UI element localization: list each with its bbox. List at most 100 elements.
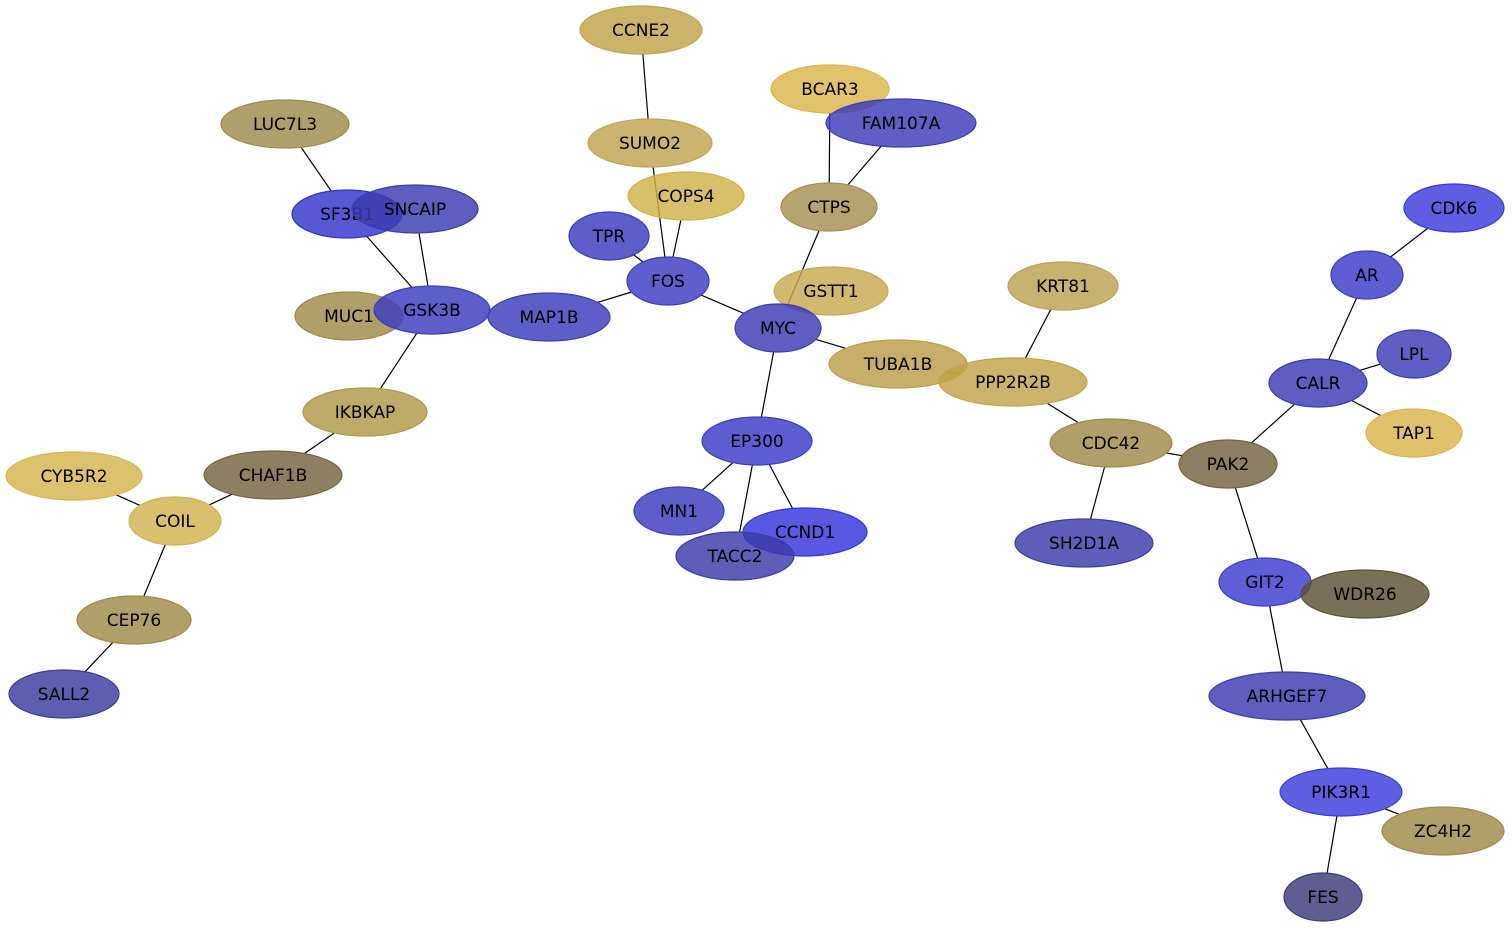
- node-shape-sall2[interactable]: [8, 669, 120, 719]
- node-ar[interactable]: AR: [1330, 250, 1404, 300]
- node-gstt1[interactable]: GSTT1: [773, 266, 889, 316]
- node-arhgef7[interactable]: ARHGEF7: [1208, 671, 1366, 721]
- edge-ep300-ccnd1: [768, 464, 794, 509]
- node-shape-lpl[interactable]: [1376, 329, 1452, 379]
- node-shape-ar[interactable]: [1330, 250, 1404, 300]
- node-shape-ctps[interactable]: [780, 182, 878, 232]
- node-shape-map1b[interactable]: [487, 292, 611, 342]
- edge-luc7l3-sf3b1: [300, 146, 332, 192]
- node-calr[interactable]: CALR: [1268, 358, 1368, 408]
- node-ctps[interactable]: CTPS: [780, 182, 878, 232]
- edge-calr-ar: [1328, 297, 1358, 360]
- node-shape-chaf1b[interactable]: [203, 450, 343, 500]
- node-label-gstt1: GSTT1: [803, 282, 858, 302]
- node-tap1[interactable]: TAP1: [1365, 408, 1463, 458]
- node-shape-pak2[interactable]: [1178, 439, 1278, 489]
- node-shape-ppp2r2b[interactable]: [938, 357, 1088, 407]
- node-label-git2: GIT2: [1245, 573, 1284, 593]
- node-shape-ikbkap[interactable]: [302, 387, 428, 437]
- node-myc[interactable]: MYC: [734, 303, 822, 353]
- node-shape-ccne2[interactable]: [579, 5, 703, 55]
- node-fam107a[interactable]: FAM107A: [825, 98, 977, 148]
- node-shape-tacc2[interactable]: [675, 531, 795, 581]
- node-label-tpr: TPR: [592, 227, 626, 247]
- node-cyb5r2[interactable]: CYB5R2: [5, 451, 143, 501]
- node-sh2d1a[interactable]: SH2D1A: [1014, 518, 1154, 568]
- node-label-ccne2: CCNE2: [612, 21, 670, 41]
- node-shape-sncaip[interactable]: [351, 184, 479, 234]
- node-pak2[interactable]: PAK2: [1178, 439, 1278, 489]
- node-lpl[interactable]: LPL: [1376, 329, 1452, 379]
- node-shape-zc4h2[interactable]: [1381, 806, 1505, 856]
- node-label-ep300: EP300: [730, 432, 783, 452]
- node-shape-mn1[interactable]: [633, 486, 725, 536]
- node-ccne2[interactable]: CCNE2: [579, 5, 703, 55]
- edge-tpr-fos: [633, 254, 644, 263]
- node-label-ctps: CTPS: [807, 198, 850, 218]
- edge-fam107a-ctps: [847, 145, 882, 186]
- node-fos[interactable]: FOS: [626, 256, 710, 306]
- node-sncaip[interactable]: SNCAIP: [351, 184, 479, 234]
- node-sumo2[interactable]: SUMO2: [587, 118, 713, 168]
- node-cdk6[interactable]: CDK6: [1403, 183, 1505, 233]
- node-tacc2[interactable]: TACC2: [675, 531, 795, 581]
- edge-fos-myc: [700, 294, 745, 314]
- node-label-map1b: MAP1B: [519, 308, 578, 328]
- node-shape-sumo2[interactable]: [587, 118, 713, 168]
- edge-pik3r1-fes: [1326, 815, 1338, 874]
- node-label-calr: CALR: [1296, 374, 1341, 394]
- node-shape-tap1[interactable]: [1365, 408, 1463, 458]
- node-ppp2r2b[interactable]: PPP2R2B: [938, 357, 1088, 407]
- node-pik3r1[interactable]: PIK3R1: [1279, 767, 1403, 817]
- node-tuba1b[interactable]: TUBA1B: [828, 339, 968, 389]
- node-shape-cdc42[interactable]: [1049, 418, 1173, 468]
- node-shape-coil[interactable]: [128, 496, 222, 546]
- node-shape-krt81[interactable]: [1007, 261, 1119, 311]
- node-map1b[interactable]: MAP1B: [487, 292, 611, 342]
- node-cops4[interactable]: COPS4: [627, 171, 745, 221]
- edge-pak2-calr: [1250, 403, 1296, 444]
- node-krt81[interactable]: KRT81: [1007, 261, 1119, 311]
- node-bcar3[interactable]: BCAR3: [770, 64, 890, 114]
- node-shape-fos[interactable]: [626, 256, 710, 306]
- node-shape-cep76[interactable]: [76, 595, 192, 645]
- node-cep76[interactable]: CEP76: [76, 595, 192, 645]
- node-shape-luc7l3[interactable]: [220, 99, 350, 149]
- node-tpr[interactable]: TPR: [568, 211, 650, 261]
- node-fes[interactable]: FES: [1283, 872, 1363, 922]
- node-label-cops4: COPS4: [657, 187, 714, 207]
- node-shape-calr[interactable]: [1268, 358, 1368, 408]
- node-mn1[interactable]: MN1: [633, 486, 725, 536]
- node-shape-bcar3[interactable]: [770, 64, 890, 114]
- node-coil[interactable]: COIL: [128, 496, 222, 546]
- node-shape-arhgef7[interactable]: [1208, 671, 1366, 721]
- node-shape-ep300[interactable]: [701, 416, 813, 466]
- node-shape-gstt1[interactable]: [773, 266, 889, 316]
- node-shape-wdr26[interactable]: [1300, 569, 1430, 619]
- node-git2[interactable]: GIT2: [1218, 557, 1312, 607]
- node-ikbkap[interactable]: IKBKAP: [302, 387, 428, 437]
- node-label-mn1: MN1: [660, 502, 698, 522]
- node-zc4h2[interactable]: ZC4H2: [1381, 806, 1505, 856]
- node-chaf1b[interactable]: CHAF1B: [203, 450, 343, 500]
- node-shape-fam107a[interactable]: [825, 98, 977, 148]
- node-cdc42[interactable]: CDC42: [1049, 418, 1173, 468]
- edge-myc-ep300: [760, 351, 775, 418]
- node-label-tacc2: TACC2: [707, 547, 763, 567]
- node-label-wdr26: WDR26: [1333, 585, 1396, 605]
- node-shape-sh2d1a[interactable]: [1014, 518, 1154, 568]
- node-shape-cyb5r2[interactable]: [5, 451, 143, 501]
- node-shape-cops4[interactable]: [627, 171, 745, 221]
- node-shape-fes[interactable]: [1283, 872, 1363, 922]
- node-luc7l3[interactable]: LUC7L3: [220, 99, 350, 149]
- node-shape-myc[interactable]: [734, 303, 822, 353]
- node-ep300[interactable]: EP300: [701, 416, 813, 466]
- node-shape-cdk6[interactable]: [1403, 183, 1505, 233]
- node-wdr26[interactable]: WDR26: [1300, 569, 1430, 619]
- node-shape-tpr[interactable]: [568, 211, 650, 261]
- node-shape-pik3r1[interactable]: [1279, 767, 1403, 817]
- node-sall2[interactable]: SALL2: [8, 669, 120, 719]
- edge-pak2-git2: [1234, 487, 1259, 559]
- node-label-pak2: PAK2: [1207, 455, 1250, 475]
- node-gsk3b[interactable]: GSK3B: [373, 285, 491, 335]
